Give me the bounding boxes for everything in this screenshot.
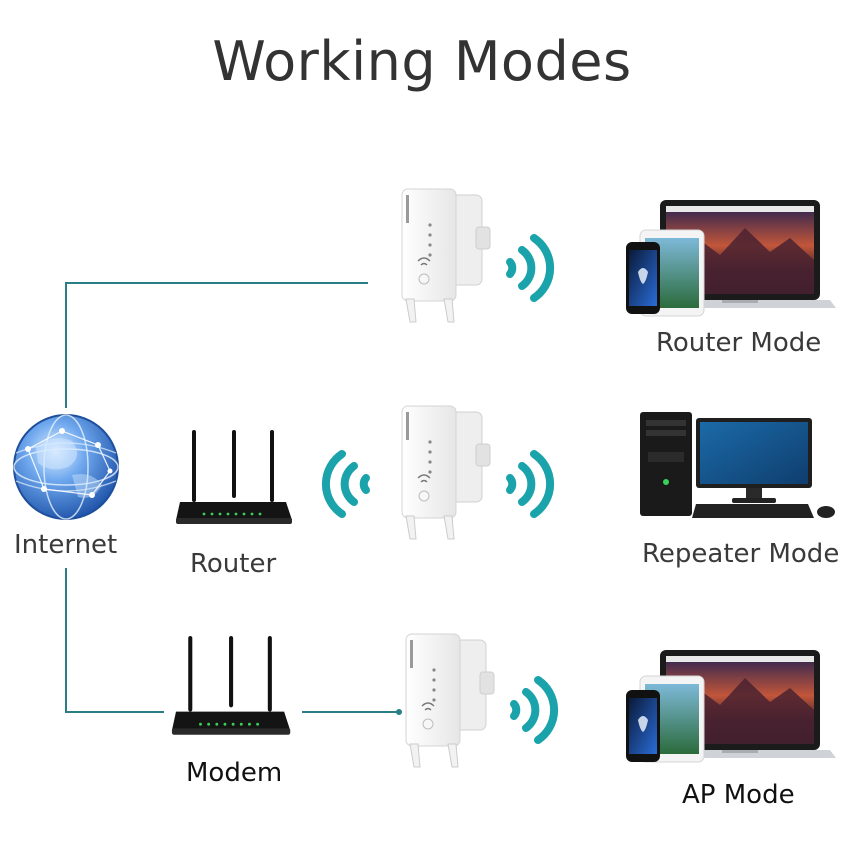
internet-label: Internet xyxy=(14,530,118,560)
router-mode-label: Router Mode xyxy=(656,328,822,358)
line-internet-to-modem xyxy=(65,568,164,713)
repeater-mode-label: Repeater Mode xyxy=(642,539,840,569)
wifi-signal-icon xyxy=(326,454,366,514)
router-label: Router xyxy=(190,549,277,579)
globe-icon xyxy=(13,414,119,520)
wifi-signal-icon xyxy=(510,454,550,514)
ap-mode-label: AP Mode xyxy=(682,780,795,810)
modem-label: Modem xyxy=(186,758,283,788)
wifi-extender-icon xyxy=(401,188,491,323)
page-title: Working Modes xyxy=(212,30,632,93)
connection-lines xyxy=(65,282,398,713)
wifi-router-icon xyxy=(176,430,292,524)
desktop-computer-icon xyxy=(640,412,835,518)
smartphone-icon xyxy=(626,242,660,314)
line-internet-to-router-mode xyxy=(65,282,368,408)
wifi-signal-icon xyxy=(514,680,554,740)
wifi-signal-icon xyxy=(510,238,550,298)
smartphone-icon xyxy=(626,690,660,762)
modem-icon xyxy=(171,636,291,735)
wifi-extender-icon xyxy=(405,633,495,768)
connection-dot xyxy=(396,709,402,715)
wifi-extender-icon xyxy=(401,405,491,540)
